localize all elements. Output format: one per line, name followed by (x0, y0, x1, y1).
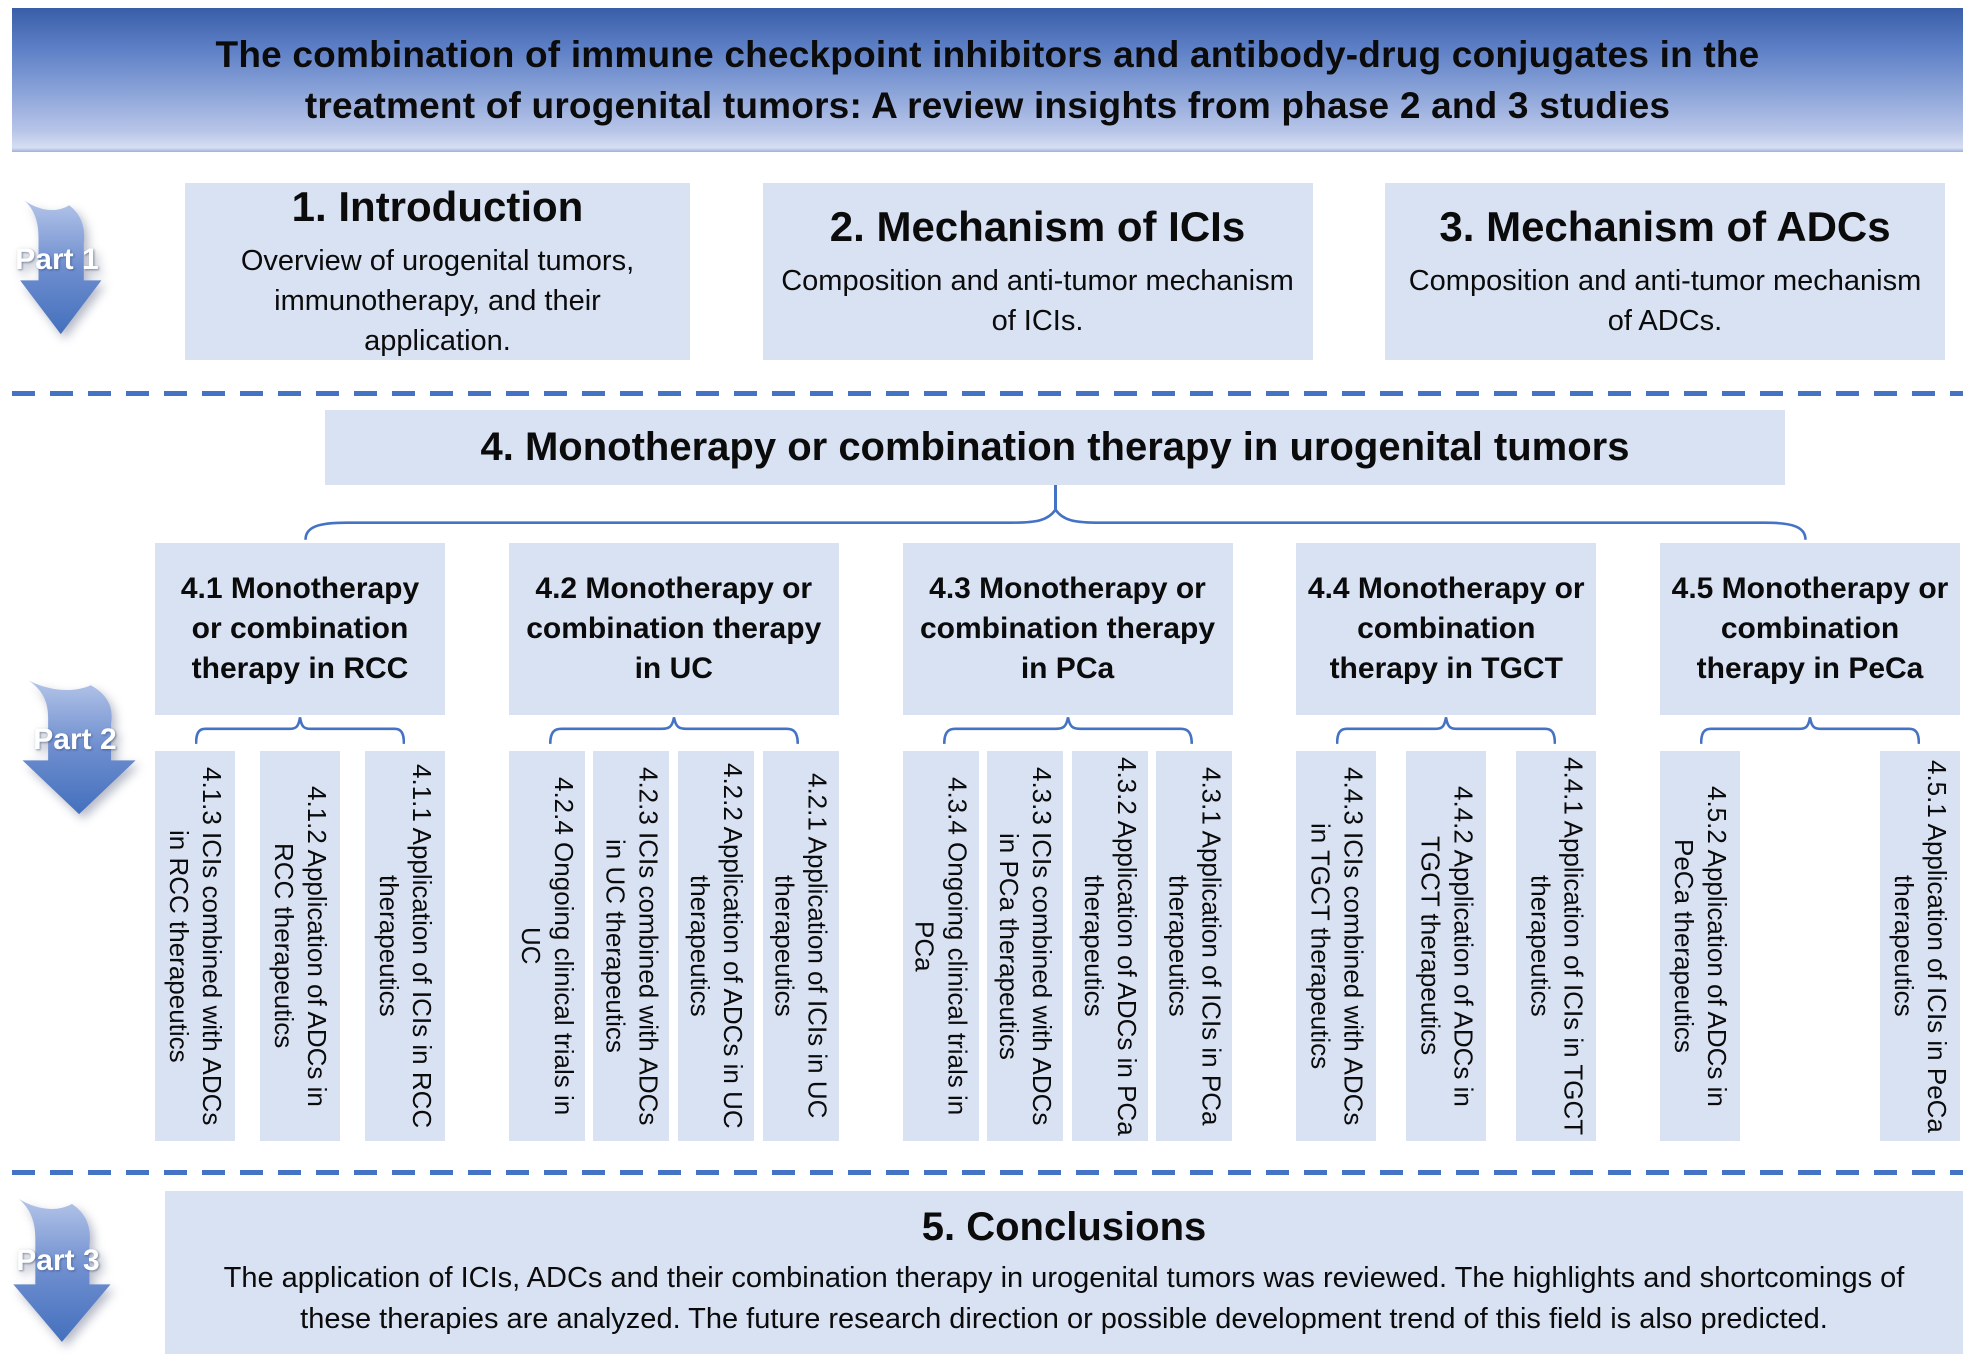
group-uc-title: 4.2 Monotherapy or combination therapy i… (526, 572, 822, 685)
group-peca-title: 4.5 Monotherapy or combination therapy i… (1671, 572, 1949, 685)
sub-item: 4.5.2 Application of ADCs in PeCa therap… (1660, 751, 1740, 1141)
sub-item: 4.2.4 Ongoing clinical trials in UC (508, 751, 585, 1141)
group-tgct-title: 4.4 Monotherapy or combination therapy i… (1307, 572, 1585, 685)
mechanism-icis-title: 2. Mechanism of ICIs (829, 202, 1246, 250)
part3-down-arrow-icon: Part 3 (6, 1194, 116, 1346)
group-peca-subs: 4.5.2 Application of ADCs in PeCa therap… (1660, 751, 1960, 1141)
part1-down-arrow-icon: Part 1 (14, 196, 106, 338)
group-pca-box: 4.3 Monotherapy or combination therapy i… (902, 543, 1233, 715)
section4-groups: 4.1 Monotherapy or combination therapy i… (150, 543, 1960, 1141)
sub-item-label: 4.5.2 Application of ADCs in PeCa therap… (1669, 785, 1732, 1107)
sub-item: 4.3.3 ICIs combined with ADCs in PCa the… (987, 751, 1064, 1141)
sub-item-label: 4.4.1 Application of ICIs in TGCT therap… (1525, 756, 1589, 1136)
sub-item-label: 4.3.4 Ongoing clinical trials in PCa (909, 776, 973, 1116)
group-rcc-subs: 4.1.3 ICIs combined with ADCs in RCC the… (155, 751, 445, 1141)
sub-item: 4.1.3 ICIs combined with ADCs in RCC the… (155, 751, 235, 1141)
sub-item: 4.4.3 ICIs combined with ADCs in TGCT th… (1296, 751, 1377, 1141)
bracket-connector (1700, 715, 1920, 745)
bracket-connector (943, 715, 1193, 745)
group-peca: 4.5 Monotherapy or combination therapy i… (1660, 543, 1960, 1141)
sub-item: 4.4.1 Application of ICIs in TGCT therap… (1516, 751, 1597, 1141)
group-uc-box: 4.2 Monotherapy or combination therapy i… (508, 543, 839, 715)
group-pca-title: 4.3 Monotherapy or combination therapy i… (919, 572, 1216, 685)
part1-label: Part 1 (15, 242, 99, 276)
sub-item: 4.2.1 Application of ICIs in UC therapeu… (762, 751, 839, 1141)
bracket-connector (301, 507, 1810, 541)
mechanism-icis-box: 2. Mechanism of ICIs Composition and ant… (762, 183, 1313, 360)
sub-item: 4.2.3 ICIs combined with ADCs in UC ther… (593, 751, 670, 1141)
sub-item: 4.1.2 Application of ADCs in RCC therape… (260, 751, 340, 1141)
sub-item-label: 4.2.3 ICIs combined with ADCs in UC ther… (600, 766, 664, 1126)
mechanism-adcs-box: 3. Mechanism of ADCs Composition and ant… (1385, 183, 1945, 360)
section4-header-box: 4. Monotherapy or combination therapy in… (325, 410, 1785, 485)
dashed-divider-bottom (12, 1170, 1963, 1175)
sub-item-label: 4.5.1 Application of ICIs in PeCa therap… (1889, 759, 1952, 1133)
group-tgct-box: 4.4 Monotherapy or combination therapy i… (1296, 543, 1597, 715)
sub-item-label: 4.3.2 Application of ADCs in PCa therape… (1078, 756, 1142, 1136)
part2-down-arrow-icon: Part 2 (14, 676, 142, 818)
part2-section: 4. Monotherapy or combination therapy in… (150, 410, 1960, 1141)
group-tgct-subs: 4.4.3 ICIs combined with ADCs in TGCT th… (1296, 751, 1597, 1141)
bracket-connector (195, 715, 405, 745)
conclusions-title: 5. Conclusions (921, 1205, 1207, 1249)
sub-item-label: 4.4.3 ICIs combined with ADCs in TGCT th… (1305, 766, 1369, 1126)
mechanism-adcs-title: 3. Mechanism of ADCs (1439, 202, 1891, 250)
section4-title: 4. Monotherapy or combination therapy in… (480, 425, 1630, 469)
dashed-divider-top (12, 391, 1963, 396)
mechanism-adcs-body: Composition and anti-tumor mechanism of … (1408, 264, 1922, 337)
sub-item-label: 4.1.2 Application of ADCs in RCC therape… (269, 785, 332, 1107)
sub-item-label: 4.4.2 Application of ADCs in TGCT therap… (1415, 785, 1479, 1107)
mechanism-icis-body: Composition and anti-tumor mechanism of … (781, 264, 1294, 337)
sub-item: 4.1.1 Application of ICIs in RCC therape… (365, 751, 445, 1141)
sub-item: 4.4.2 Application of ADCs in TGCT therap… (1406, 751, 1487, 1141)
sub-item: 4.3.1 Application of ICIs in PCa therape… (1156, 751, 1233, 1141)
banner-title-line2: treatment of urogenital tumors: A review… (304, 85, 1671, 126)
bracket-connector (549, 715, 799, 745)
group-pca: 4.3 Monotherapy or combination therapy i… (902, 543, 1233, 1141)
group-rcc: 4.1 Monotherapy or combination therapy i… (155, 543, 445, 1141)
conclusions-body: The application of ICIs, ADCs and their … (223, 1262, 1905, 1335)
banner-title-line1: The combination of immune checkpoint inh… (215, 34, 1760, 75)
group-tgct: 4.4 Monotherapy or combination therapy i… (1296, 543, 1597, 1141)
introduction-box: 1. Introduction Overview of urogenital t… (185, 183, 690, 360)
sub-item-label: 4.2.1 Application of ICIs in UC therapeu… (769, 773, 833, 1119)
sub-item-label: 4.2.4 Ongoing clinical trials in UC (515, 776, 579, 1116)
sub-item-label: 4.3.1 Application of ICIs in PCa therape… (1163, 766, 1227, 1126)
part2-label: Part 2 (33, 722, 117, 756)
part1-section: 1. Introduction Overview of urogenital t… (185, 183, 1945, 360)
group-uc: 4.2 Monotherapy or combination therapy i… (508, 543, 839, 1141)
group-rcc-title: 4.1 Monotherapy or combination therapy i… (180, 572, 420, 685)
sub-item: 4.2.2 Application of ADCs in UC therapeu… (678, 751, 755, 1141)
group-peca-box: 4.5 Monotherapy or combination therapy i… (1660, 543, 1960, 715)
sub-item: 4.5.1 Application of ICIs in PeCa therap… (1880, 751, 1960, 1141)
title-banner: The combination of immune checkpoint inh… (12, 8, 1963, 152)
sub-item: 4.3.4 Ongoing clinical trials in PCa (902, 751, 979, 1141)
connector-stem (1053, 485, 1057, 509)
sub-item-label: 4.1.1 Application of ICIs in RCC therape… (374, 763, 437, 1129)
group-pca-subs: 4.3.4 Ongoing clinical trials in PCa 4.3… (902, 751, 1233, 1141)
bracket-connector (1336, 715, 1556, 745)
sub-item-label: 4.2.2 Application of ADCs in UC therapeu… (685, 763, 749, 1129)
sub-item-label: 4.3.3 ICIs combined with ADCs in PCa the… (994, 766, 1058, 1126)
conclusions-box: 5. Conclusions The application of ICIs, … (165, 1191, 1963, 1354)
introduction-title: 1. Introduction (291, 182, 584, 230)
part3-label: Part 3 (16, 1244, 100, 1278)
introduction-body: Overview of urogenital tumors, immunothe… (240, 244, 635, 357)
group-uc-subs: 4.2.4 Ongoing clinical trials in UC 4.2.… (508, 751, 839, 1141)
sub-item-label: 4.1.3 ICIs combined with ADCs in RCC the… (164, 766, 227, 1126)
group-rcc-box: 4.1 Monotherapy or combination therapy i… (155, 543, 445, 715)
sub-item: 4.3.2 Application of ADCs in PCa therape… (1071, 751, 1148, 1141)
